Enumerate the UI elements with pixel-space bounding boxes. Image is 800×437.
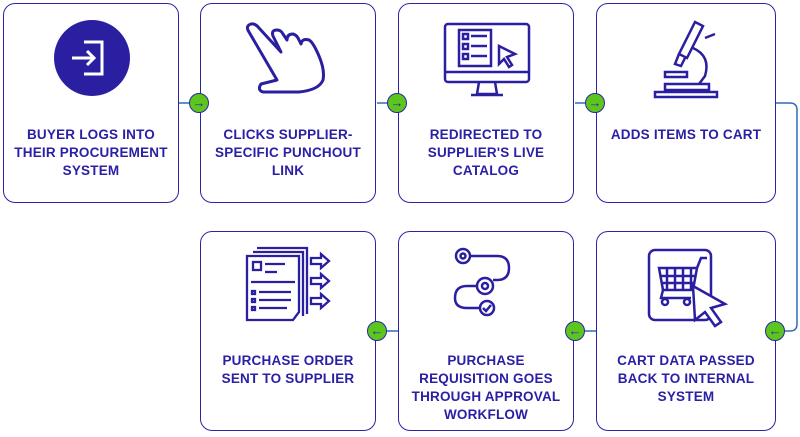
arrow-right-icon: → [387, 93, 407, 113]
arrow-left-icon: ← [565, 321, 585, 341]
pointing-hand-icon [245, 22, 325, 94]
step-label: BUYER LOGS INTO THEIR PROCUREMENT SYSTEM [14, 127, 168, 178]
step-label: CLICKS SUPPLIER-SPECIFIC PUNCHOUT LINK [215, 127, 361, 178]
cart-click-icon [647, 248, 729, 328]
microscope-icon [653, 20, 719, 99]
login-icon [54, 20, 130, 96]
step-card-6: PURCHASE REQUISITION GOES THROUGH APPROV… [398, 231, 574, 431]
arrow-left-icon: ← [765, 321, 785, 341]
workflow-gears-icon [453, 247, 511, 317]
step-card-7: PURCHASE ORDER SENT TO SUPPLIER [200, 231, 376, 431]
step-label: ADDS ITEMS TO CART [610, 127, 762, 142]
step-label: PURCHASE REQUISITION GOES THROUGH APPROV… [411, 353, 561, 422]
step-label: REDIRECTED TO SUPPLIER'S LIVE CATALOG [427, 127, 545, 178]
arrow-left-icon: ← [367, 321, 387, 341]
step-card-3: REDIRECTED TO SUPPLIER'S LIVE CATALOG [398, 3, 574, 203]
arrow-right-icon: → [585, 93, 605, 113]
arrow-right-icon: → [189, 93, 209, 113]
step-card-5: CART DATA PASSED BACK TO INTERNAL SYSTEM [596, 231, 776, 431]
step-card-1: BUYER LOGS INTO THEIR PROCUREMENT SYSTEM [3, 3, 179, 203]
step-label: PURCHASE ORDER SENT TO SUPPLIER [221, 353, 355, 386]
step-card-4: ADDS ITEMS TO CART [596, 3, 776, 203]
step-card-2: CLICKS SUPPLIER-SPECIFIC PUNCHOUT LINK [200, 3, 376, 203]
documents-send-icon [245, 246, 331, 322]
step-label: CART DATA PASSED BACK TO INTERNAL SYSTEM [617, 353, 755, 404]
monitor-catalog-icon [443, 22, 531, 97]
